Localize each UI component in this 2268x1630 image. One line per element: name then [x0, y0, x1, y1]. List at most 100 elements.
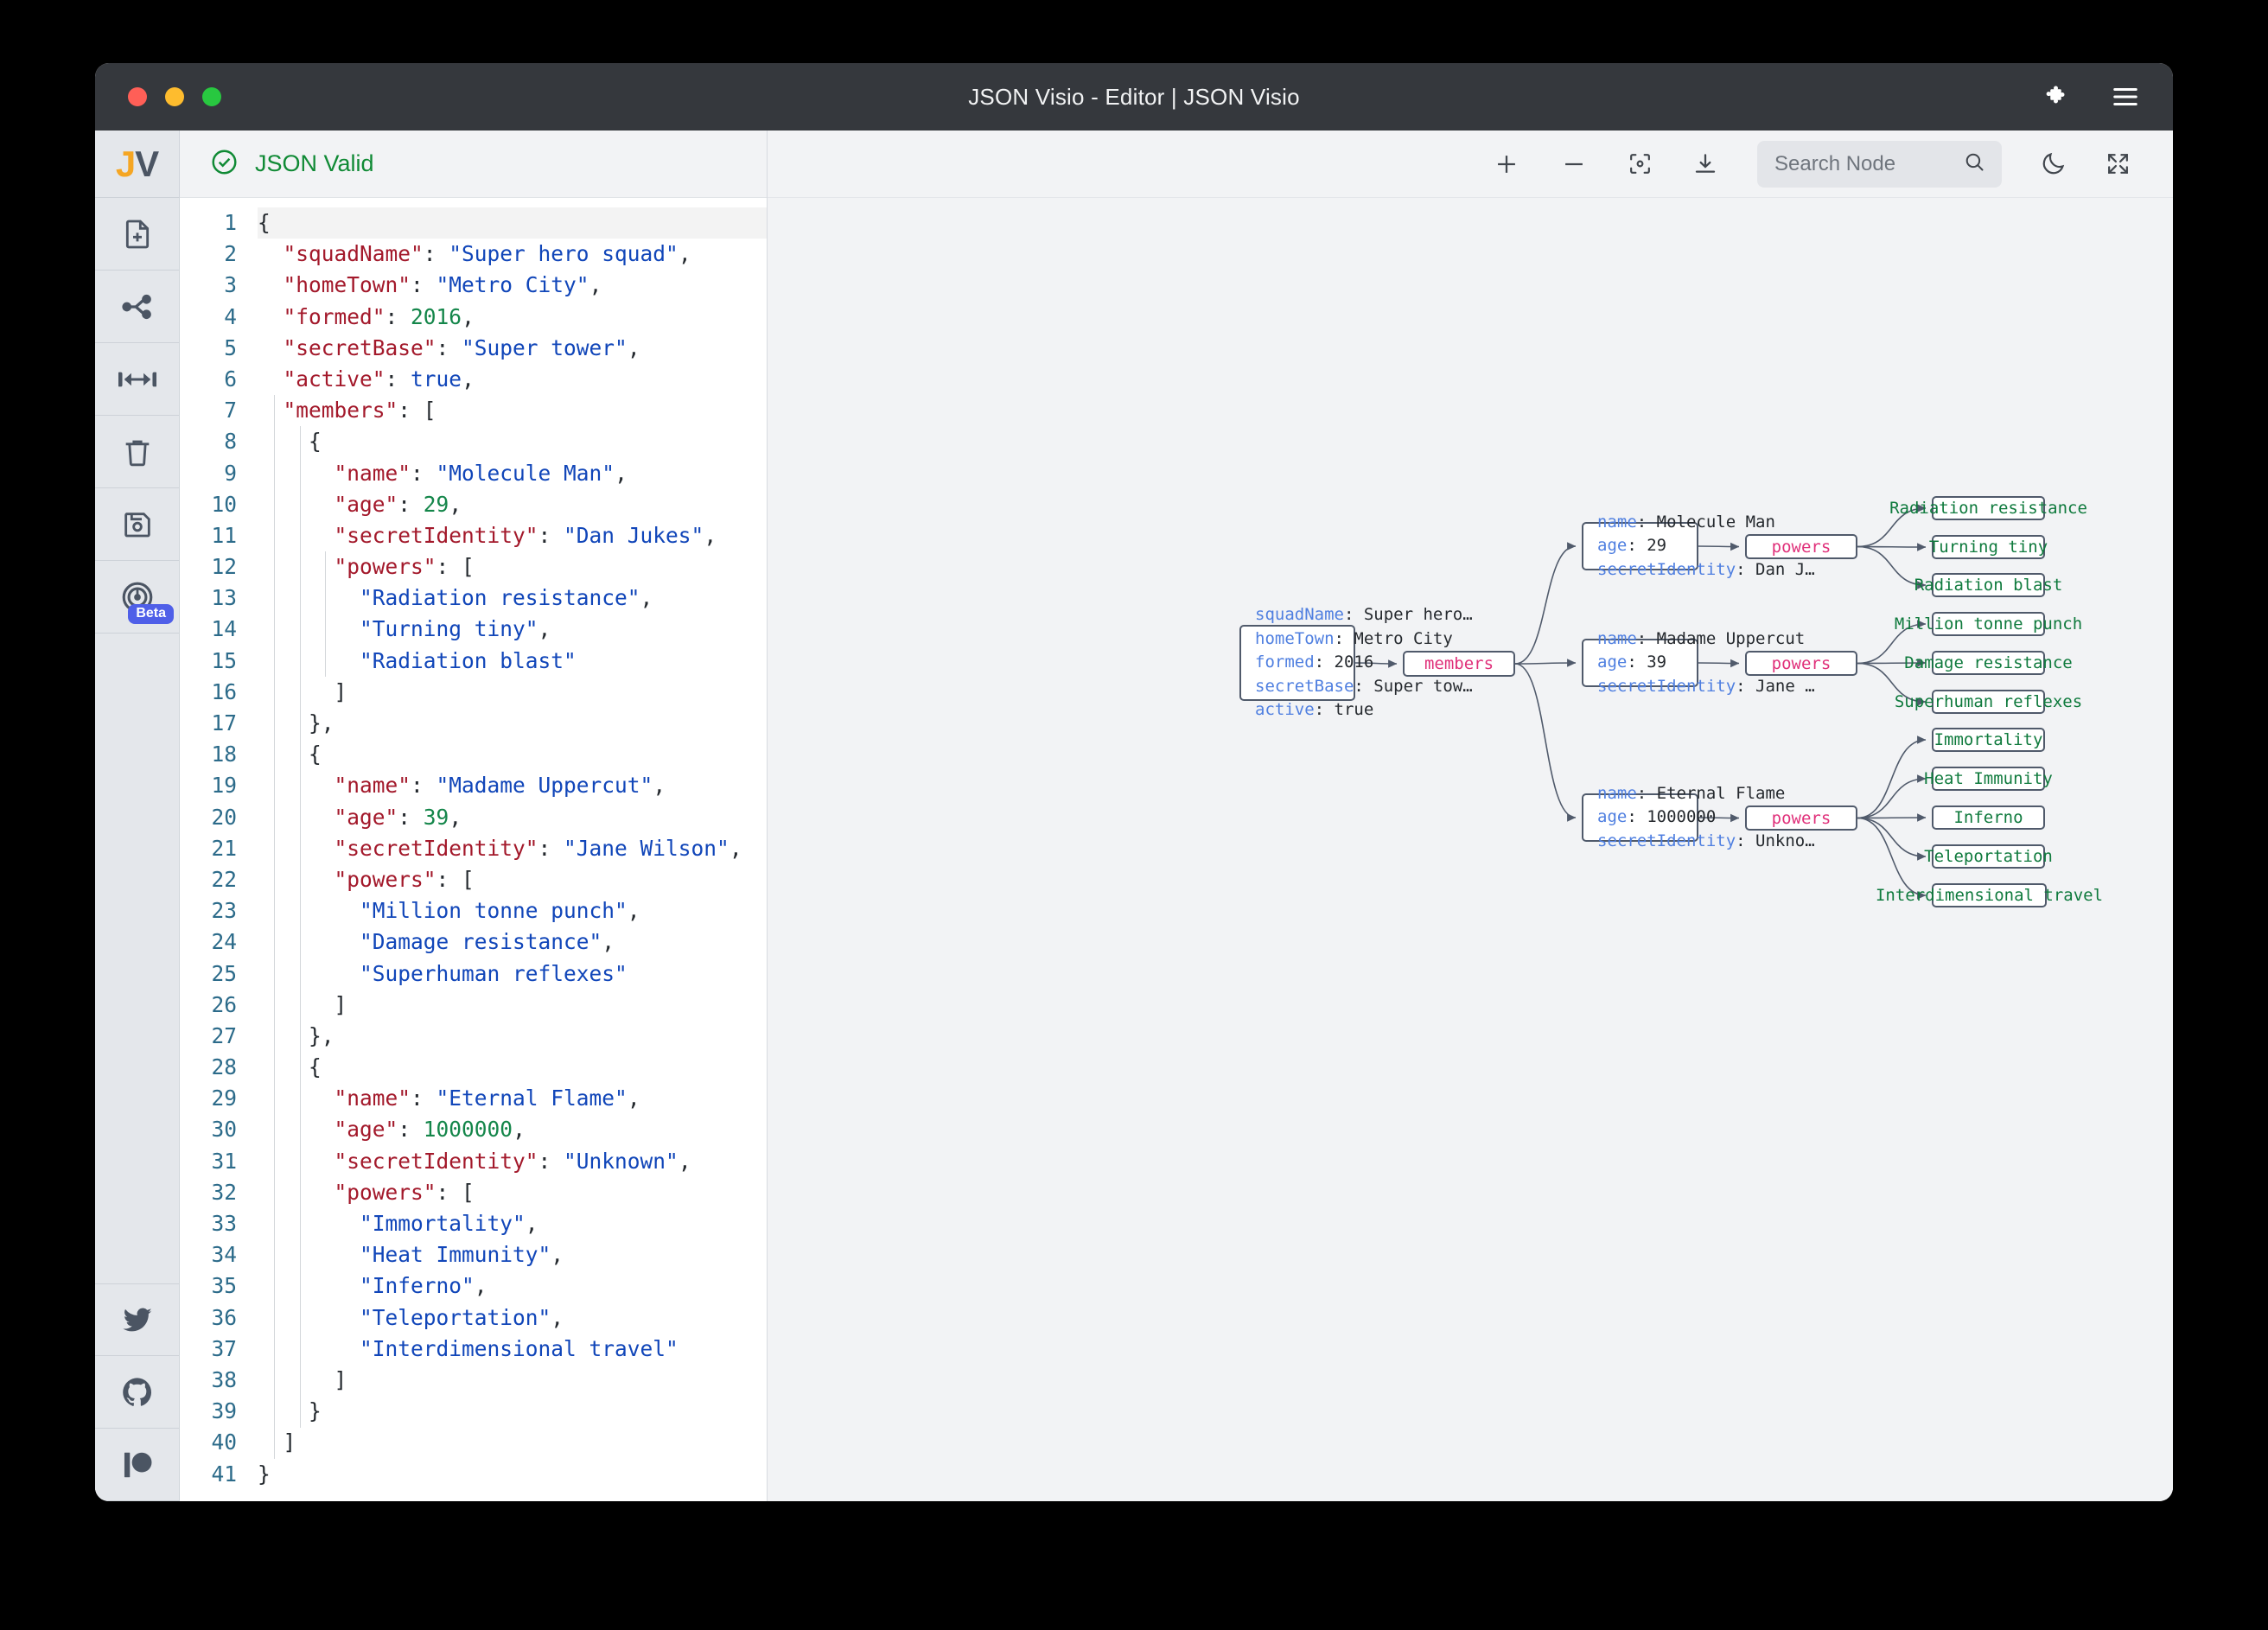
sidebar-item-github[interactable]: [95, 1356, 179, 1429]
code-line[interactable]: "name": "Molecule Man",: [334, 460, 628, 486]
graph-node-leaf[interactable]: Million tonne punch: [1895, 612, 2082, 636]
graph-node-leaf[interactable]: Radiation blast: [1914, 573, 2062, 597]
graph-node-leaf[interactable]: Turning tiny: [1929, 535, 2048, 559]
code-line[interactable]: {: [309, 429, 322, 455]
graph-node-leaf[interactable]: Damage resistance: [1904, 651, 2073, 675]
sidebar-item-share-graph[interactable]: [95, 271, 179, 343]
sidebar-item-patreon[interactable]: [95, 1429, 179, 1501]
sidebar-item-new-file[interactable]: [95, 198, 179, 271]
zoom-in-button[interactable]: [1492, 150, 1521, 179]
moon-dark-mode-icon[interactable]: [2040, 150, 2067, 177]
code-line[interactable]: "Million tonne punch",: [360, 898, 640, 924]
graph-edge: [1514, 659, 1577, 667]
line-number: 17: [211, 710, 237, 735]
code-line[interactable]: },: [309, 710, 334, 735]
json-status-label: JSON Valid: [255, 150, 374, 176]
code-line[interactable]: "age": 1000000,: [334, 1117, 526, 1143]
code-line[interactable]: "Heat Immunity",: [360, 1242, 564, 1268]
code-line[interactable]: {: [309, 742, 322, 767]
node-property-row: age: 39: [1597, 653, 1667, 672]
code-line[interactable]: "Teleportation",: [360, 1304, 564, 1330]
sidebar-item-expand-width[interactable]: [95, 343, 179, 416]
graph-node-leaf[interactable]: Superhuman reflexes: [1895, 690, 2082, 714]
graph-node-leaf[interactable]: Inferno: [1932, 805, 2045, 830]
code-line[interactable]: "secretIdentity": "Dan Jukes",: [334, 522, 717, 548]
code-line[interactable]: }: [258, 1461, 271, 1487]
graph-node-key[interactable]: powers: [1745, 534, 1857, 559]
code-line[interactable]: "Damage resistance",: [360, 929, 615, 955]
graph-node-key[interactable]: powers: [1745, 651, 1857, 676]
code-line[interactable]: ]: [334, 678, 347, 704]
code-line[interactable]: "Superhuman reflexes": [360, 960, 628, 986]
code-line[interactable]: "homeTown": "Metro City",: [283, 272, 602, 298]
line-number: 21: [211, 835, 237, 861]
code-line[interactable]: "Turning tiny",: [360, 616, 551, 642]
search-node-box[interactable]: [1757, 140, 2002, 188]
puzzle-extension-icon[interactable]: [2045, 84, 2071, 110]
sidebar-item-twitter[interactable]: [95, 1283, 179, 1356]
code-line[interactable]: "secretIdentity": "Jane Wilson",: [334, 835, 742, 861]
code-line[interactable]: "name": "Eternal Flame",: [334, 1086, 640, 1111]
code-line[interactable]: ]: [334, 1366, 347, 1392]
graph-node-key[interactable]: members: [1403, 651, 1515, 677]
code-line[interactable]: },: [309, 1022, 334, 1048]
code-line[interactable]: "Radiation resistance",: [360, 585, 653, 611]
search-icon[interactable]: [1963, 150, 1986, 178]
code-line[interactable]: "Radiation blast": [360, 647, 577, 673]
sidebar-item-save[interactable]: [95, 488, 179, 561]
app-body: JV: [95, 131, 2173, 1501]
code-line[interactable]: "squadName": "Super hero squad",: [283, 241, 691, 267]
graph-node-leaf[interactable]: Heat Immunity: [1924, 767, 2053, 791]
code-line[interactable]: "secretIdentity": "Unknown",: [334, 1148, 691, 1174]
title-bar: JSON Visio - Editor | JSON Visio: [95, 63, 2173, 131]
zoom-out-button[interactable]: [1559, 150, 1589, 179]
search-input[interactable]: [1774, 151, 1951, 176]
code-content[interactable]: { "squadName": "Super hero squad", "home…: [249, 198, 767, 1501]
maximize-window-button[interactable]: [202, 87, 221, 106]
code-line[interactable]: "Immortality",: [360, 1211, 538, 1236]
minimize-window-button[interactable]: [165, 87, 184, 106]
graph-node-object[interactable]: squadName: Super hero…homeTown: Metro Ci…: [1239, 605, 1473, 719]
code-line[interactable]: }: [309, 1398, 322, 1424]
code-line[interactable]: "secretBase": "Super tower",: [283, 334, 640, 360]
code-line[interactable]: "powers": [: [334, 1179, 475, 1205]
code-line[interactable]: "Inferno",: [360, 1273, 487, 1299]
sidebar-item-ai-assist[interactable]: Beta: [95, 561, 179, 634]
code-line[interactable]: "active": true,: [283, 366, 475, 392]
sidebar-item-delete[interactable]: [95, 416, 179, 488]
code-line[interactable]: {: [309, 1054, 322, 1080]
graph-edge: [1857, 774, 1927, 819]
code-line[interactable]: "powers": [: [334, 554, 475, 580]
graph-node-leaf[interactable]: Radiation resistance: [1889, 496, 2087, 520]
indent-guide: [299, 426, 301, 1428]
graph-canvas[interactable]: squadName: Super hero…homeTown: Metro Ci…: [768, 198, 2173, 1501]
code-line[interactable]: "members": [: [283, 398, 436, 423]
line-number: 41: [211, 1461, 237, 1487]
line-number: 6: [224, 366, 237, 392]
hamburger-menu-icon[interactable]: [2112, 86, 2138, 107]
download-button[interactable]: [1691, 150, 1719, 178]
app-window: JSON Visio - Editor | JSON Visio JV: [95, 63, 2173, 1501]
code-line[interactable]: "age": 29,: [334, 491, 462, 517]
graph-node-leaf[interactable]: Immortality: [1932, 728, 2045, 752]
center-focus-icon[interactable]: [1627, 150, 1653, 177]
line-number: 25: [211, 960, 237, 986]
code-line[interactable]: "name": "Madame Uppercut",: [334, 773, 666, 799]
close-window-button[interactable]: [128, 87, 147, 106]
app-logo[interactable]: JV: [95, 131, 179, 198]
graph-node-leaf[interactable]: Interdimensional travel: [1876, 883, 2103, 907]
code-line[interactable]: "formed": 2016,: [283, 303, 475, 329]
code-line[interactable]: {: [258, 207, 767, 239]
code-line[interactable]: ]: [283, 1429, 296, 1455]
code-line[interactable]: ]: [334, 991, 347, 1017]
code-line[interactable]: "Interdimensional travel": [360, 1335, 678, 1361]
code-line[interactable]: "powers": [: [334, 866, 475, 892]
graph-node-leaf[interactable]: Teleportation: [1924, 844, 2053, 869]
code-line[interactable]: "age": 39,: [334, 804, 462, 830]
fullscreen-icon[interactable]: [2105, 150, 2131, 177]
graph-node-key[interactable]: powers: [1745, 805, 1857, 831]
